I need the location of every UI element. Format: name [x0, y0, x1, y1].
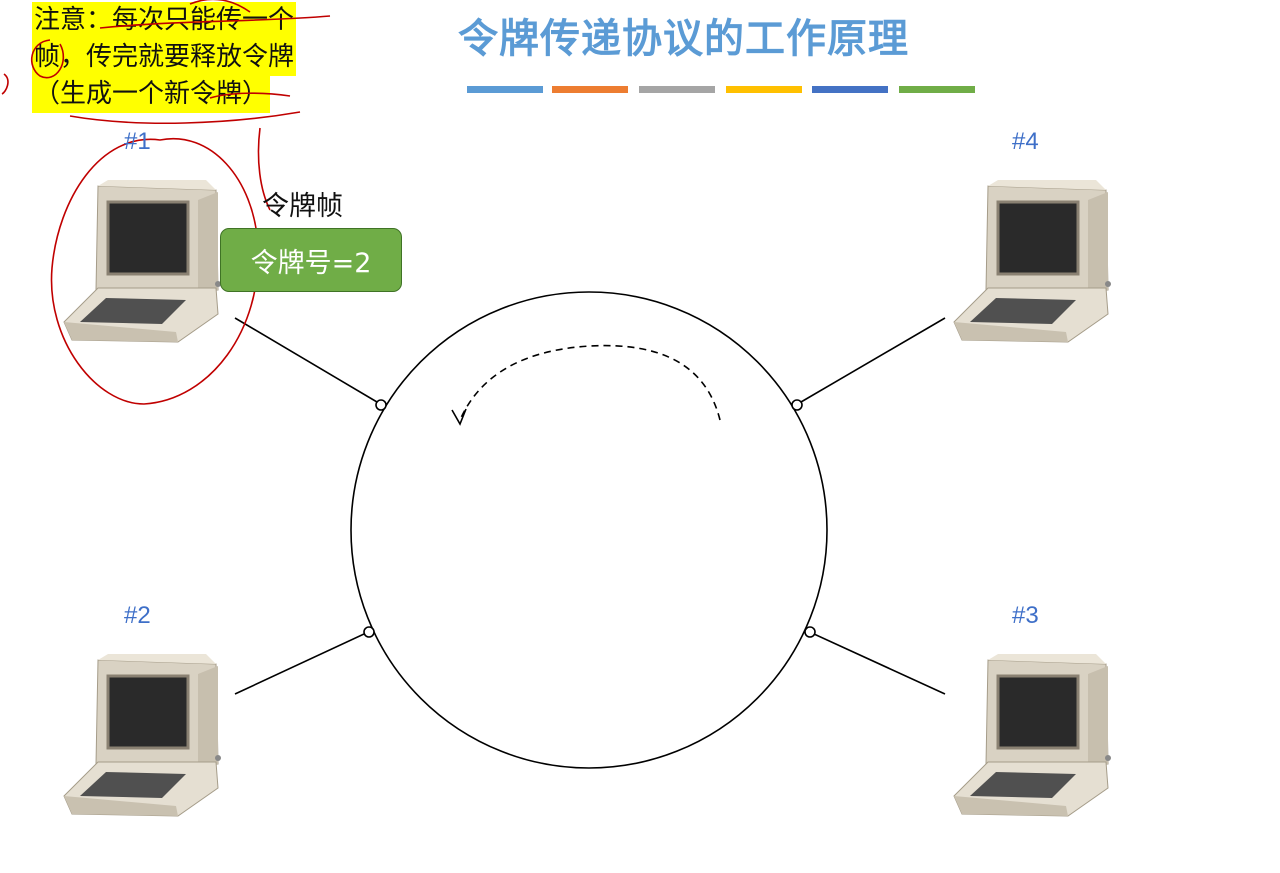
note-line-1: 注意：每次只能传一个	[32, 2, 297, 39]
node-label-3: #3	[1012, 602, 1039, 629]
computer-icon	[63, 180, 221, 343]
note-line-2: 帧，传完就要释放令牌	[32, 39, 297, 76]
port-2	[363, 626, 375, 638]
title-color-bar	[726, 86, 802, 93]
token-frame: 令牌号=2	[220, 228, 402, 292]
title-color-bar	[899, 86, 975, 93]
title-color-bar	[552, 86, 628, 93]
computer-icon	[953, 654, 1111, 817]
node-label-1: #1	[124, 128, 151, 155]
handwritten-annotation	[1, 0, 331, 405]
computer-icon	[63, 654, 221, 817]
note-box: 注意：每次只能传一个 帧，传完就要释放令牌 （生成一个新令牌）	[32, 2, 356, 113]
port-4	[791, 399, 803, 411]
direction-arrow	[459, 344, 721, 421]
title-color-bar	[467, 86, 543, 93]
node-label-2: #2	[124, 602, 151, 629]
link-1	[234, 317, 378, 403]
computer-icon	[953, 180, 1111, 343]
link-4	[800, 317, 946, 403]
title-color-bar	[639, 86, 715, 93]
link-3	[813, 633, 946, 695]
token-number-label: 令牌号=2	[250, 247, 372, 279]
port-1	[375, 399, 387, 411]
token-ring	[350, 291, 828, 769]
title-color-bar	[812, 86, 888, 93]
page-title: 令牌传递协议的工作原理	[458, 16, 909, 62]
token-frame-caption: 令牌帧	[262, 191, 343, 222]
node-label-4: #4	[1012, 128, 1039, 155]
arrow-head-icon	[451, 408, 467, 426]
port-3	[804, 626, 816, 638]
link-2	[234, 633, 365, 695]
